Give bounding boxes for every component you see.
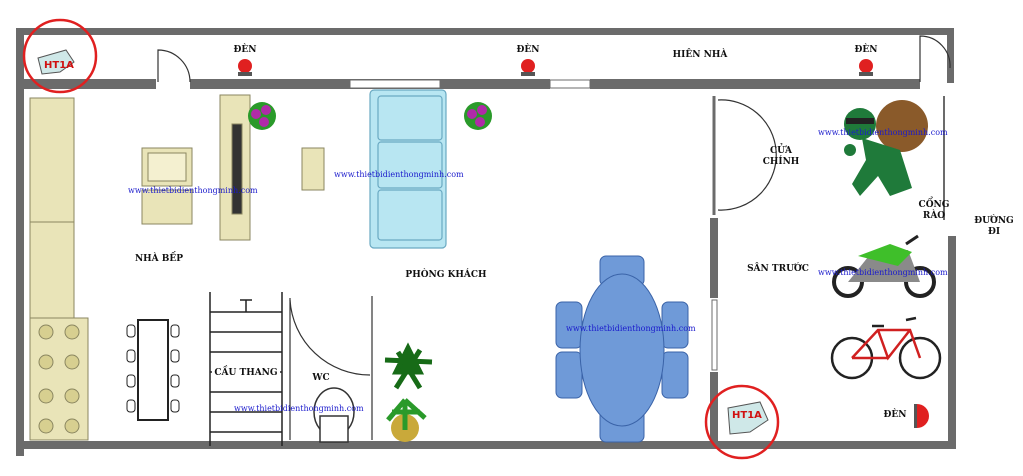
lamp-2 — [521, 59, 535, 76]
stove — [29, 317, 89, 441]
sofa — [369, 89, 447, 249]
wc-door-swing — [289, 299, 371, 376]
lamp-label-4: ĐÈN — [883, 410, 907, 420]
sensor-label-1: HT1A — [44, 60, 74, 71]
sink-cabinet — [29, 221, 75, 319]
front-yard-label: SÂN TRƯỚC — [747, 264, 809, 274]
lamp-label-3: ĐÈN — [854, 45, 878, 55]
dining-table — [555, 255, 689, 443]
porch-label: HIÊN NHÀ — [672, 50, 728, 60]
lamp-3 — [859, 59, 873, 76]
main-door-label: CỬA CHÍNH — [762, 146, 800, 167]
kitchen-table — [126, 319, 180, 421]
highlight-circles — [22, 18, 780, 460]
inner-wall-3 — [590, 79, 920, 89]
gate-wall — [948, 236, 956, 446]
staircase-label: CẦU THANG — [212, 368, 280, 379]
front-wall-upper — [710, 218, 718, 298]
kitchen-label: NHÀ BẾP — [134, 254, 184, 264]
highlight-circle-1 — [22, 18, 98, 94]
toilet — [313, 387, 355, 443]
gate-label: CỔNG RÀO — [918, 200, 950, 221]
cabinet — [141, 189, 193, 225]
living-room-label: PHÒNG KHÁCH — [405, 270, 487, 280]
side-table — [301, 147, 325, 191]
plant-4 — [386, 398, 427, 442]
top-wall — [16, 28, 954, 35]
tv — [231, 123, 243, 215]
sensor-label-2: HT1A — [732, 410, 762, 421]
window-3 — [711, 299, 718, 371]
fridge — [29, 97, 75, 223]
window-1 — [349, 79, 441, 89]
window-2 — [549, 79, 591, 89]
lamps — [238, 59, 929, 428]
watermark-4: www.thietbidienthongminh.com — [818, 268, 948, 277]
plant-2 — [464, 102, 492, 130]
lamp-label-2: ĐÈN — [516, 45, 540, 55]
inner-wall-1 — [16, 79, 156, 89]
watermark-6: www.thietbidienthongminh.com — [234, 404, 364, 413]
watermark-5: www.thietbidienthongminh.com — [566, 324, 696, 333]
plants — [248, 102, 492, 442]
highlight-circle-2 — [704, 384, 780, 460]
bicycle — [830, 316, 942, 380]
plant-1 — [248, 102, 276, 130]
road-label: ĐƯỜNG ĐI — [974, 216, 1014, 237]
appliances — [141, 94, 325, 241]
plant-3 — [384, 342, 433, 390]
lamp-4 — [914, 404, 929, 428]
lamp-label-1: ĐÈN — [233, 45, 257, 55]
right-wall-top — [947, 28, 954, 83]
bottom-wall — [16, 441, 956, 449]
watermark-2: www.thietbidienthongminh.com — [334, 170, 464, 179]
sensor-devices — [37, 49, 769, 435]
main-door-swing — [717, 99, 777, 211]
windows — [349, 79, 718, 371]
lamp-1 — [238, 59, 252, 76]
doors — [157, 35, 951, 440]
watermark-3: www.thietbidienthongminh.com — [818, 128, 948, 137]
watermark-1: www.thietbidienthongminh.com — [128, 186, 258, 195]
wc-label: WC — [312, 373, 330, 383]
left-wall — [16, 28, 24, 456]
motorbike — [832, 234, 936, 298]
kitchen-counters — [29, 97, 89, 441]
door-top-right — [919, 35, 951, 82]
thief — [844, 100, 928, 196]
door-top-left — [157, 49, 191, 83]
front-wall-lower — [710, 372, 718, 444]
